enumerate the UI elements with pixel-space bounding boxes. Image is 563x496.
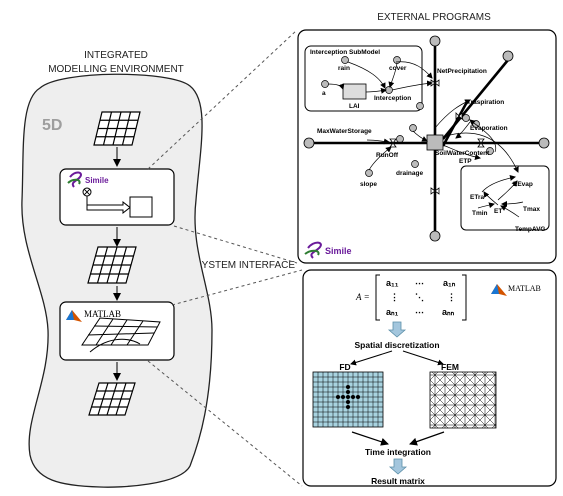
arrow-to-fem (402, 350, 444, 366)
simile-model-logo-text: Simile (325, 246, 352, 256)
matlab-panel-logo-text: MATLAB (508, 284, 541, 293)
label-rain: rain (338, 65, 350, 72)
simile-model-logo-icon (307, 241, 322, 259)
down-block-arrow-2 (388, 458, 408, 475)
arrow-from-fd (351, 431, 389, 446)
label-a: a (322, 90, 326, 97)
dashed-connectors (147, 29, 303, 487)
spatial-discretization-label: Spatial discretization (354, 340, 439, 350)
cloud-icons (303, 35, 550, 242)
label-soil-water-content: SoilWaterContent (435, 150, 490, 157)
matrix-cell: ⋱ (415, 292, 424, 302)
label-etp: ETP (459, 158, 472, 165)
simile-box: Simile (59, 168, 175, 226)
fd-stencil (336, 385, 360, 409)
label-tempavg: TempAVG (515, 226, 545, 233)
matlab-panel: MATLAB A = a₁₁ ⋯ a₁ₙ ⋮ ⋱ ⋮ aₙ₁ ⋯ aₙₙ Spa… (302, 269, 557, 487)
matrix-cell: ⋮ (390, 292, 399, 302)
matrix-cell: ⋯ (415, 307, 424, 317)
label-lai: LAI (349, 103, 360, 110)
interception-submodel (304, 45, 423, 112)
label-et: ET (494, 208, 502, 215)
time-integration-label: Time integration (365, 447, 431, 457)
influence-arrows (327, 61, 524, 218)
matrix-lhs: A = (355, 292, 370, 302)
perspective-mesh-icon (81, 317, 161, 353)
result-matrix-label: Result matrix (371, 476, 425, 486)
simile-box-logo-text: Simile (85, 176, 109, 185)
hollow-flow-arrow-icon (86, 200, 131, 215)
matlab-box: MATLAB (59, 301, 175, 361)
matrix-cells: a₁₁ ⋯ a₁ₙ ⋮ ⋱ ⋮ aₙ₁ ⋯ aₙₙ (386, 278, 456, 317)
simile-logo-icon (69, 171, 82, 188)
label-runoff: RunOff (376, 152, 399, 159)
soil-water-stock (426, 134, 444, 151)
matrix-cell: ⋯ (415, 278, 424, 288)
label-tmax: Tmax (523, 206, 540, 213)
label-interception: Interception (374, 95, 411, 102)
fem-mesh (429, 371, 497, 429)
label-drainage: drainage (396, 170, 423, 177)
label-tmin: Tmin (472, 210, 488, 217)
heading-ime-line2: MODELLING ENVIRONMENT (48, 64, 184, 75)
heading-system-interface: SYSTEM INTERFACE (195, 260, 295, 271)
lai-box (342, 83, 367, 100)
matrix-cell: aₙ₁ (386, 307, 399, 317)
grid-icon-1 (93, 111, 141, 146)
fem-label: FEM (441, 362, 459, 372)
heading-external-programs: EXTERNAL PROGRAMS (377, 12, 491, 23)
label-etra: ETra (470, 194, 484, 201)
simile-model-panel: Interception SubModel rain cover a LAI I… (297, 29, 557, 264)
fd-label: FD (339, 362, 350, 372)
matrix-cell: aₙₙ (442, 307, 455, 317)
arrow-to-fd (350, 350, 393, 366)
label-net-precipitation: NetPrecipitation (437, 68, 487, 75)
label-traspiration: Traspiration (467, 99, 504, 106)
valve-icons (389, 79, 485, 195)
fived-label: 5D (42, 117, 62, 134)
stock-box-icon (129, 196, 153, 218)
label-slope: slope (360, 181, 377, 188)
label-cover: cover (389, 65, 407, 72)
label-evaporation: Evaporation (470, 125, 508, 132)
matrix-left-bracket (375, 274, 380, 321)
arrow-from-fem (409, 431, 445, 446)
et-submodel (460, 165, 550, 231)
submodel-title: Interception SubModel (310, 49, 380, 56)
matrix-cell: a₁₁ (386, 278, 399, 288)
matlab-box-logo-text: MATLAB (84, 309, 121, 319)
down-block-arrow-1 (387, 321, 407, 338)
label-max-water-storage: MaxWaterStorage (317, 128, 372, 135)
grid-icon-3 (88, 382, 136, 416)
heading-ime-line1: INTEGRATED (84, 50, 148, 61)
fd-grid (312, 371, 384, 428)
matrix-cell: ⋮ (447, 292, 456, 302)
label-eevap: EEvap (513, 181, 533, 188)
matrix-right-bracket (462, 274, 467, 321)
grid-icon-2 (87, 246, 137, 284)
matrix-cell: a₁ₙ (443, 278, 456, 288)
